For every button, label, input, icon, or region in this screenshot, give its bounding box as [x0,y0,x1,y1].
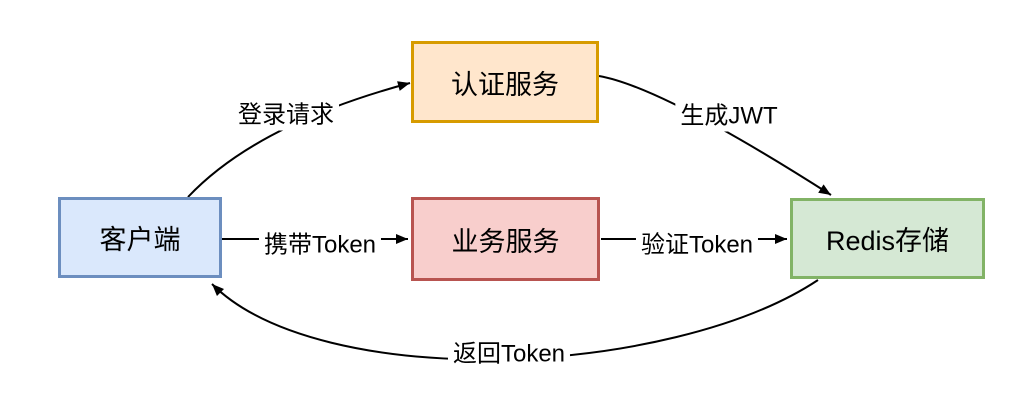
node-redis-store: Redis存储 [790,198,985,279]
edge-label-return-token: 返回Token [447,332,571,370]
node-redis-store-label: Redis存储 [825,226,950,256]
node-client: 客户端 [58,197,222,278]
edge-label-verify-token: 验证Token [635,223,759,261]
node-auth-service-label: 认证服务 [451,69,559,100]
edge-label-generate-jwt: 生成JWT [675,94,783,132]
node-auth-service: 认证服务 [411,41,599,123]
edge-label-carry-token: 携带Token [258,223,382,261]
node-business-service: 业务服务 [411,197,600,281]
edge-label-login-request: 登录请求 [233,93,339,131]
node-business-service-label: 业务服务 [451,226,560,257]
node-client-label: 客户端 [99,225,181,255]
edge-login-request-arrow [187,81,411,198]
